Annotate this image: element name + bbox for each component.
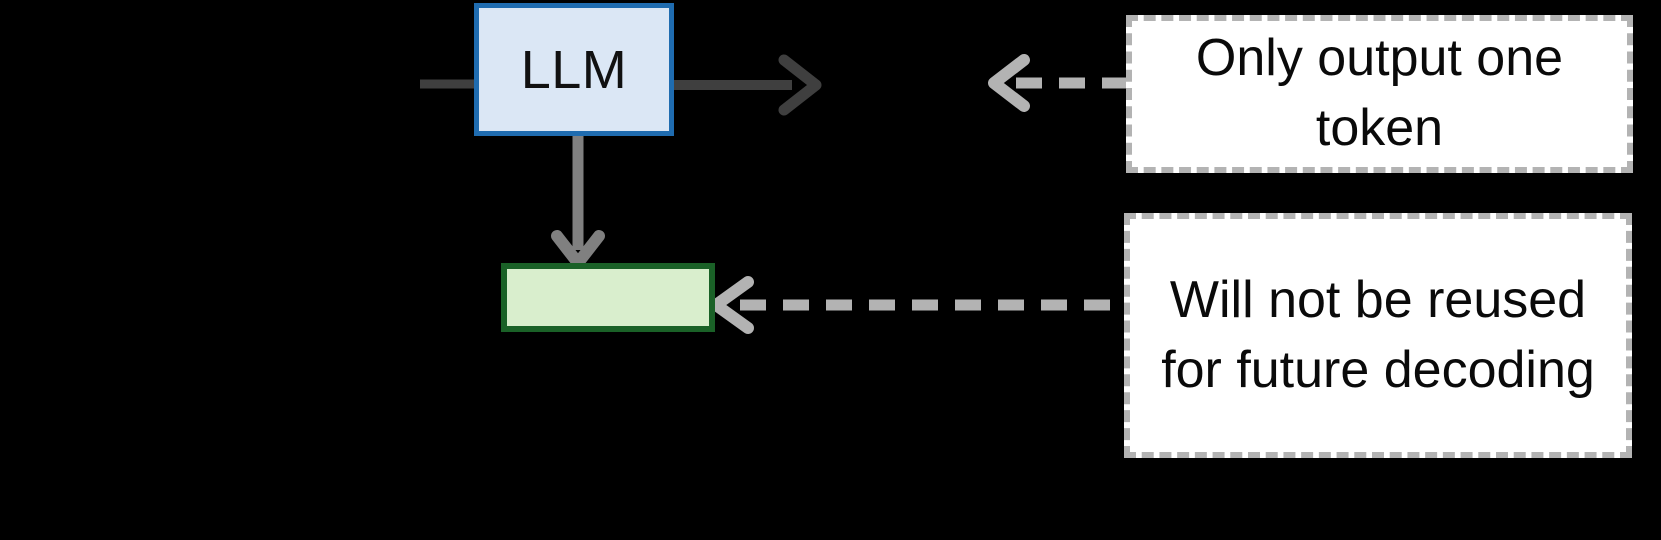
node-output-token[interactable]	[501, 263, 715, 332]
callout-no-reuse-for-future-decoding-text: Will not be reused for future decoding	[1161, 270, 1595, 399]
callout-one-token-arrow-connector	[988, 54, 1134, 112]
callout-only-output-one-token-text: Only output one token	[1195, 29, 1564, 157]
llm-output-arrow-connector	[672, 54, 822, 116]
callout-no-reuse-for-future-decoding[interactable]: Will not be reused for future decoding	[1124, 213, 1632, 458]
input-line-connector	[420, 74, 480, 94]
callout-only-output-one-token[interactable]: Only output one token	[1126, 15, 1633, 173]
llm-to-token-arrow-connector	[551, 132, 608, 269]
node-llm[interactable]: LLM	[474, 3, 674, 136]
callout-no-reuse-arrow-connector	[710, 276, 1128, 334]
node-llm-label: LLM	[520, 39, 628, 100]
